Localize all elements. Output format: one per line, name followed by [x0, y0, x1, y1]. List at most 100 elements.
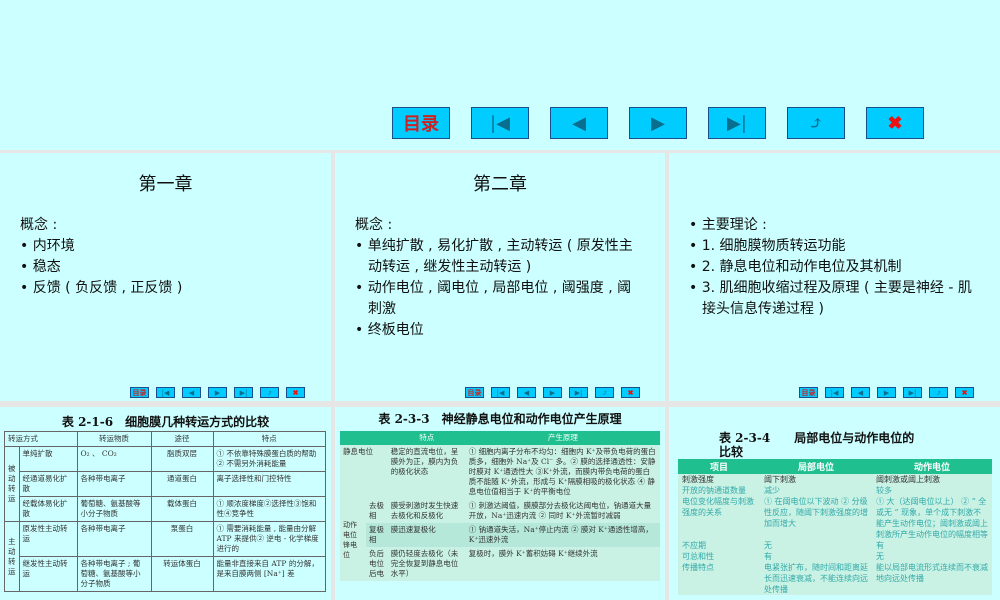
last-icon[interactable]: ▶| [903, 387, 922, 398]
table-caption: 表 2-3-4 局部电位与动作电位的比较 [719, 431, 915, 459]
cell: 减少 [764, 486, 780, 495]
cell: ① 细胞内离子分布不均匀：细胞内 K⁺及带负电荷的蛋白质多，细胞外 Na⁺及 C… [465, 445, 660, 499]
toc-button[interactable]: 目录 [465, 387, 484, 398]
prev-icon[interactable]: ◀ [182, 387, 201, 398]
cell: ① 顺浓度梯度②选择性③饱和性④竞争性 [212, 496, 326, 522]
last-slide-button[interactable]: ▶| [708, 107, 766, 139]
exit-icon[interactable]: ✖ [955, 387, 974, 398]
cell: 经载体易化扩散 [18, 496, 78, 522]
table-row: 负后电位 后电膜仍轻度去极化（未完全恢复到静息电位水平）复极时，膜外 K⁺蓄积妨… [340, 547, 660, 581]
table-row: 传播特点电紧张扩布，随时间和距离延长而迅速衰减，不能连续向远处传播能以局部电流形… [678, 562, 992, 595]
table-row: 可总和性有无 [678, 551, 992, 562]
slide-table-2-3-3[interactable]: 表 2-3-3 神经静息电位和动作电位产生原理 特点产生原理 静息电位稳定的直流… [335, 407, 665, 600]
cell: 有 [876, 541, 884, 550]
cell: ① 在阈电位以下波动 ② 分级性反应，随阈下刺激强度的增加而增大 [764, 497, 868, 528]
cell: 电紧张扩布，随时间和距离延长而迅速衰减，不能连续向远处传播 [764, 563, 868, 594]
table-header: 特点 [387, 431, 466, 445]
table-header: 产生原理 [465, 431, 660, 445]
cell: 复极相 [366, 523, 388, 547]
list-item: 单纯扩散 , 易化扩散 , 主动转运 ( 原发性主动转运 , 继发性主动转运 ) [355, 236, 645, 278]
exit-icon[interactable]: ✖ [286, 387, 305, 398]
first-icon[interactable]: |◀ [491, 387, 510, 398]
next-slide-button[interactable]: ▶ [629, 107, 687, 139]
cell: O₂ 、 CO₂ [76, 446, 152, 472]
last-icon: ▶| [727, 112, 747, 134]
last-icon[interactable]: ▶| [569, 387, 588, 398]
table-header: 途径 [150, 431, 214, 447]
list-item: 2. 静息电位和动作电位及其机制 [689, 257, 984, 278]
mini-nav: 目录 |◀ ◀ ▶ ▶| ⤴ ✖ [799, 387, 981, 398]
slide-top: 目录 |◀ ◀ ▶ ▶| ⤴ ✖ [0, 0, 1000, 150]
toc-button[interactable]: 目录 [392, 107, 450, 139]
slide-table-2-3-4[interactable]: 表 2-3-4 局部电位与动作电位的比较 项目局部电位动作电位 刺激强度阈下刺激… [669, 407, 1000, 600]
slide-chapter-1[interactable]: 第一章 概念 : 内环境 稳态 反馈 ( 负反馈 , 正反馈 ) 目录 |◀◀▶… [0, 153, 331, 401]
cell: 无 [764, 541, 772, 550]
slide-title: 第一章 [138, 174, 193, 195]
return-icon[interactable]: ⤴ [260, 387, 279, 398]
return-button[interactable]: ⤴ [787, 107, 845, 139]
group-label: 锋电位 [343, 541, 357, 559]
cell: 转运体蛋白 [150, 556, 214, 592]
cell: 离子选择性和门控特性 [212, 471, 326, 497]
group-label: 后电 [369, 569, 384, 578]
exit-icon[interactable]: ✖ [621, 387, 640, 398]
table-header [340, 431, 388, 445]
cell: 阈下刺激 [764, 475, 796, 484]
cell: 不应期 [682, 541, 706, 550]
first-icon[interactable]: |◀ [156, 387, 175, 398]
cell: ① 不依靠特殊膜蛋白质的帮助② 不需另外消耗能量 [212, 446, 326, 472]
next-icon: ▶ [651, 112, 665, 134]
cell: 复极时，膜外 K⁺蓄积妨碍 K⁺继续外流 [465, 547, 660, 581]
list-item: 反馈 ( 负反馈 , 正反馈 ) [20, 278, 320, 299]
table-header: 动作电位 [872, 459, 992, 474]
return-icon[interactable]: ⤴ [595, 387, 614, 398]
prev-icon[interactable]: ◀ [517, 387, 536, 398]
list-item: 终板电位 [355, 320, 645, 341]
slide-table-2-1-6[interactable]: 表 2-1-6 细胞膜几种转运方式的比较 转运方式转运物质途径特点 被动转运单纯… [0, 407, 331, 600]
table-row: 经通道易化扩散各种带电离子通道蛋白离子选择性和门控特性 [5, 471, 326, 497]
first-slide-button[interactable]: |◀ [471, 107, 529, 139]
cell: 葡萄糖、氨基酸等小分子物质 [76, 496, 152, 522]
next-icon[interactable]: ▶ [208, 387, 227, 398]
exit-icon: ✖ [887, 112, 903, 134]
table-header: 局部电位 [760, 459, 872, 474]
cell: 原发性主动转运 [18, 521, 78, 557]
exit-button[interactable]: ✖ [866, 107, 924, 139]
cell: 稳定的直流电位，呈膜外为正，膜内为负的极化状态 [387, 445, 466, 499]
table-header: 项目 [678, 459, 760, 474]
cell: 负后电位 [369, 549, 384, 568]
last-icon[interactable]: ▶| [234, 387, 253, 398]
table-caption: 表 2-3-3 神经静息电位和动作电位产生原理 [378, 412, 622, 426]
cell: 静息电位 [340, 445, 388, 499]
cell: 可总和性 [682, 552, 714, 561]
list-item: 动作电位 , 阈电位 , 局部电位 , 阈强度 , 阈刺激 [355, 278, 645, 320]
cell: 通道蛋白 [150, 471, 214, 497]
first-icon: |◀ [490, 112, 510, 134]
list-item: 3. 肌细胞收缩过程及原理 ( 主要是神经 - 肌接头信息传递过程 ) [689, 278, 984, 320]
prev-icon[interactable]: ◀ [851, 387, 870, 398]
cell: 膜受刺激时发生快速去极化和反极化 [387, 499, 466, 523]
cell: 载体蛋白 [150, 496, 214, 522]
slide-main-theories[interactable]: 主要理论 : 1. 细胞膜物质转运功能 2. 静息电位和动作电位及其机制 3. … [669, 153, 1000, 401]
slide-chapter-2[interactable]: 第二章 概念 : 单纯扩散 , 易化扩散 , 主动转运 ( 原发性主动转运 , … [335, 153, 665, 401]
toc-button[interactable]: 目录 [799, 387, 818, 398]
first-icon[interactable]: |◀ [825, 387, 844, 398]
cell: 膜仍轻度去极化（未完全恢复到静息电位水平） [387, 547, 466, 581]
toc-button[interactable]: 目录 [130, 387, 149, 398]
cell: 脂质双层 [150, 446, 214, 472]
next-icon[interactable]: ▶ [877, 387, 896, 398]
cell: 继发性主动转运 [18, 556, 78, 592]
return-icon[interactable]: ⤴ [929, 387, 948, 398]
previous-slide-button[interactable]: ◀ [550, 107, 608, 139]
table-caption: 表 2-1-6 细胞膜几种转运方式的比较 [61, 415, 270, 429]
cell: 单纯扩散 [18, 446, 78, 472]
next-icon[interactable]: ▶ [543, 387, 562, 398]
mini-nav: 目录 |◀ ◀ ▶ ▶| ⤴ ✖ [465, 387, 647, 398]
